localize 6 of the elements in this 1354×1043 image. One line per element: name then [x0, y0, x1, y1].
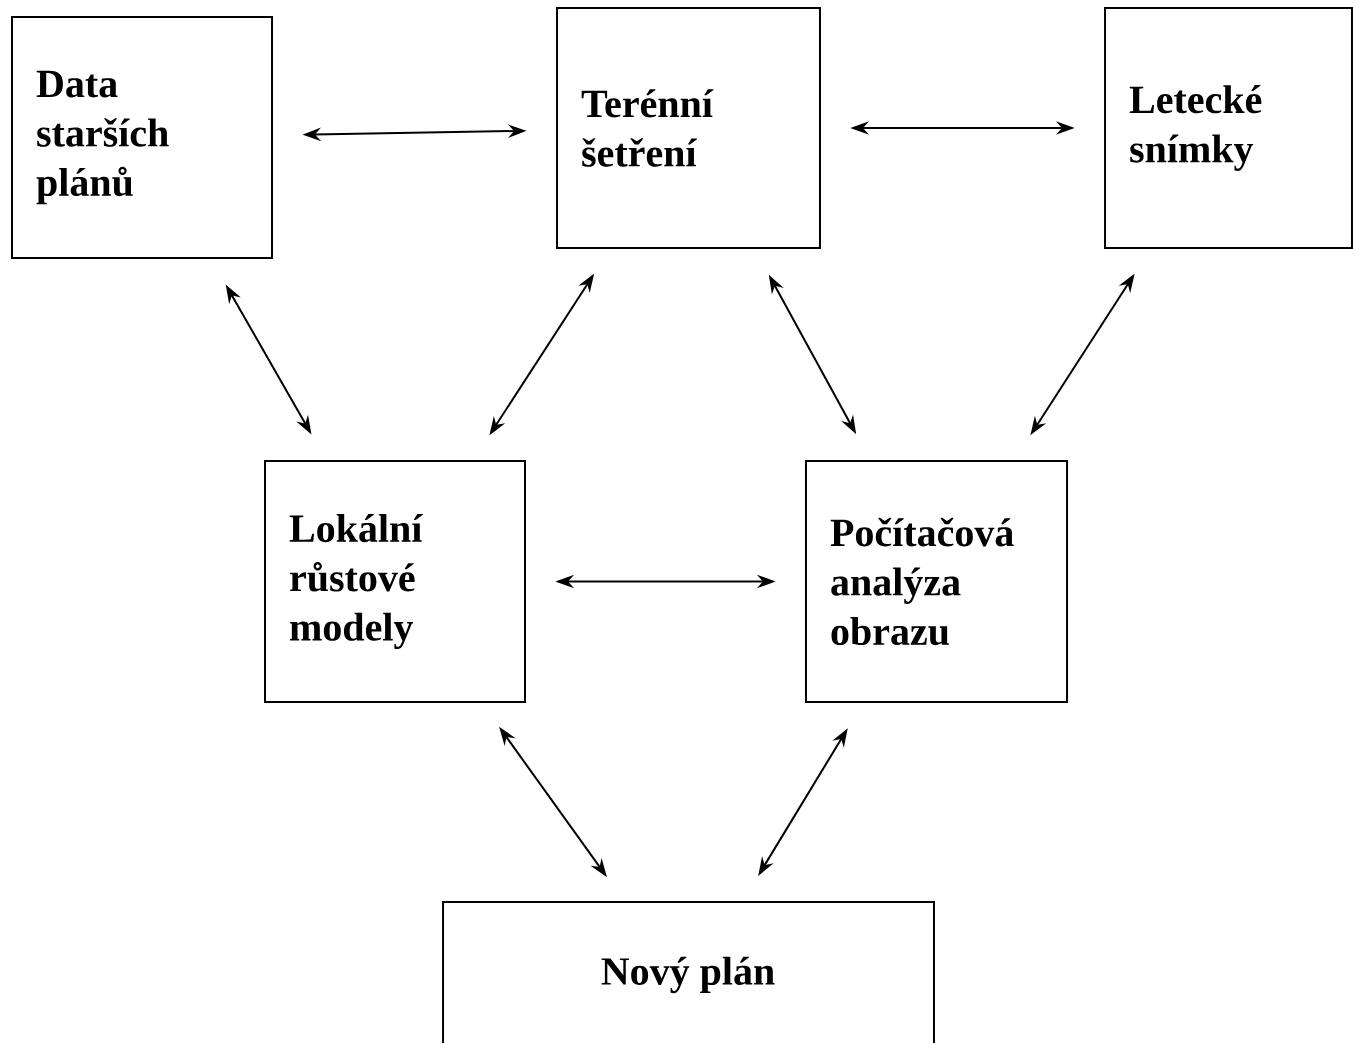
process-box: Lokální růstové modely [264, 459, 526, 704]
process-box: Terénní šetření [556, 7, 821, 249]
process-box: Data starších plánů [11, 15, 273, 260]
process-box: Letecké snímky [1104, 7, 1353, 249]
process-box: Nový plán [442, 901, 935, 1043]
process-box: Počítačová analýza obrazu [804, 459, 1069, 704]
